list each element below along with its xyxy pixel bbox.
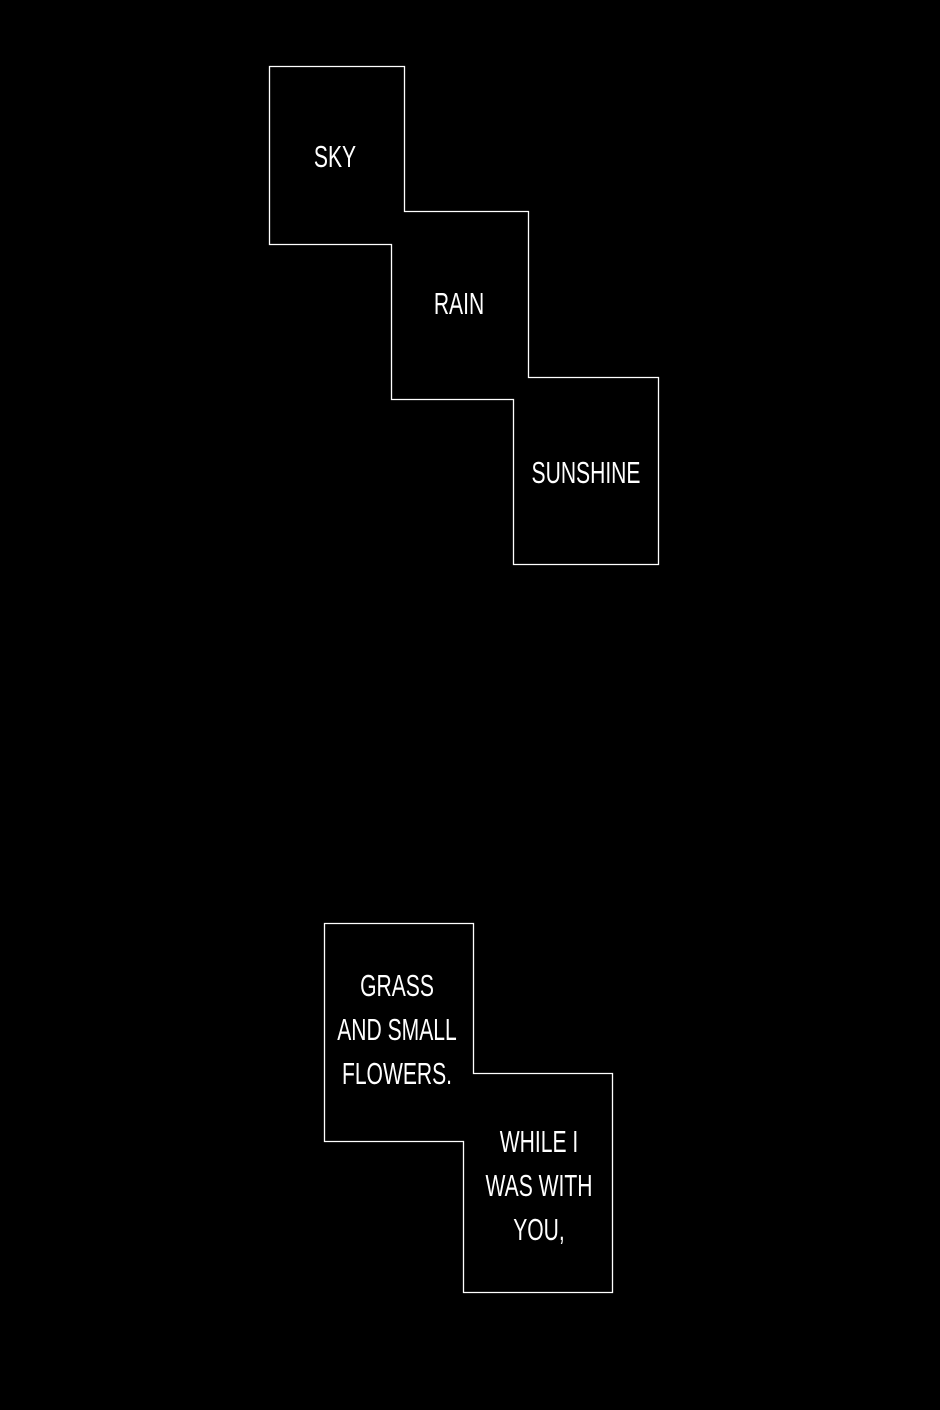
caption-box-group-top (268, 65, 660, 566)
caption-line: YOU, (513, 1212, 565, 1247)
caption-while: WHILE I WAS WITH YOU, (486, 1120, 593, 1252)
caption-line: WAS WITH (485, 1168, 593, 1203)
caption-grass: GRASS AND SMALL FLOWERS. (337, 964, 456, 1096)
caption-box-group-bottom (323, 922, 614, 1294)
caption-line: AND SMALL (337, 1012, 457, 1047)
caption-line: FLOWERS. (341, 1056, 453, 1091)
caption-rain: RAIN (433, 286, 485, 321)
caption-sunshine: SUNSHINE (531, 455, 641, 490)
caption-sky: SKY (313, 139, 357, 174)
caption-line: GRASS (360, 968, 434, 1003)
caption-line: WHILE I (499, 1124, 579, 1159)
